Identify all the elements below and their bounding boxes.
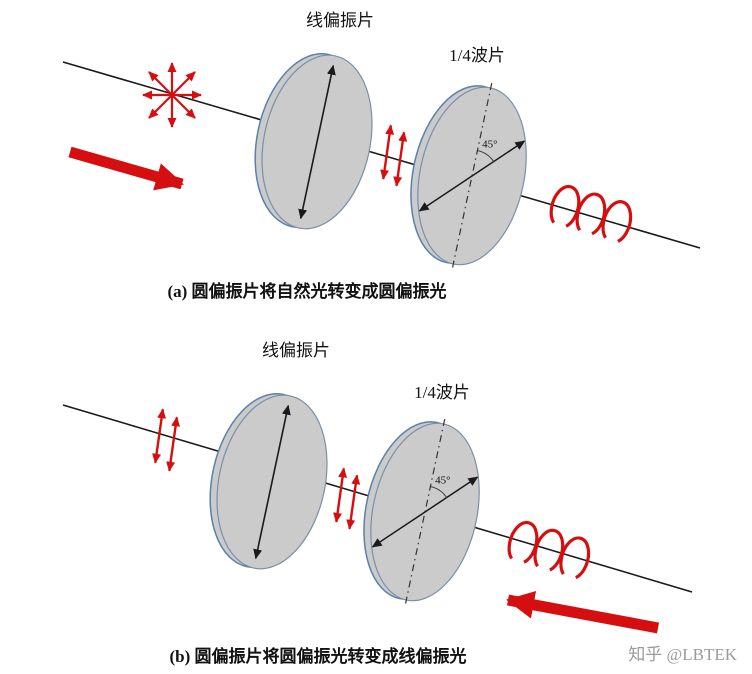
helix-loop bbox=[559, 536, 591, 580]
watermark: 知乎 @LBTEK bbox=[628, 645, 737, 664]
helix-loop bbox=[533, 528, 565, 572]
angle-label: 45° bbox=[435, 474, 450, 486]
linear-polarized-arrows bbox=[333, 467, 361, 530]
propagation-arrow-right bbox=[68, 146, 184, 191]
panel-a-caption: (a) 圆偏振片将自然光转变成圆偏振光 bbox=[167, 281, 446, 301]
helix-loop bbox=[575, 192, 607, 236]
polarization-arrow bbox=[380, 124, 395, 180]
angle-label: 45° bbox=[482, 138, 497, 150]
linear-polarized-arrows bbox=[380, 124, 408, 187]
polarization-arrow bbox=[152, 408, 167, 464]
linear-polarized-arrows-input bbox=[152, 408, 181, 472]
polarization-arrow bbox=[346, 474, 361, 530]
polarization-arrow bbox=[393, 131, 408, 187]
circular-polarization-helix bbox=[507, 521, 591, 580]
quarter-wave-plate-disk: 45° bbox=[410, 82, 527, 270]
panel-b-caption: (b) 圆偏振片将圆偏振光转变成线偏振光 bbox=[169, 646, 466, 666]
polarization-arrow bbox=[333, 467, 348, 523]
propagation-arrow-left bbox=[506, 591, 660, 634]
quarter-waveplate-label: 1/4波片 bbox=[449, 46, 505, 65]
linear-polarizer-label: 线偏振片 bbox=[262, 341, 330, 360]
linear-polarizer-disk bbox=[209, 393, 328, 570]
quarter-waveplate-label: 1/4波片 bbox=[414, 383, 470, 402]
45-degree-axis-arrow bbox=[371, 476, 479, 548]
angle-arc bbox=[477, 150, 495, 163]
transmission-axis-arrow bbox=[253, 404, 291, 560]
linear-polarizer-label: 线偏振片 bbox=[306, 11, 374, 30]
helix-loop bbox=[507, 521, 539, 564]
quarter-wave-plate-disk: 45° bbox=[363, 418, 480, 606]
transmission-axis-arrow bbox=[298, 64, 336, 220]
polarization-arrow bbox=[166, 416, 181, 472]
45-degree-axis-arrow bbox=[418, 140, 526, 212]
panel-a: 45° 线偏振片 1/4波片 (a) 圆偏振片将自然光转变成圆偏振光 bbox=[62, 11, 701, 301]
angle-arc bbox=[430, 486, 448, 499]
linear-polarizer-disk bbox=[254, 53, 373, 230]
circular-polarization-helix bbox=[549, 185, 633, 243]
helix-loop bbox=[601, 200, 633, 243]
panel-b: 45° 线偏振片 1/4波片 (b) 圆偏振片将圆偏振光转变成线偏振光 bbox=[62, 341, 693, 666]
natural-light-star bbox=[142, 62, 202, 128]
helix-loop bbox=[549, 185, 581, 228]
